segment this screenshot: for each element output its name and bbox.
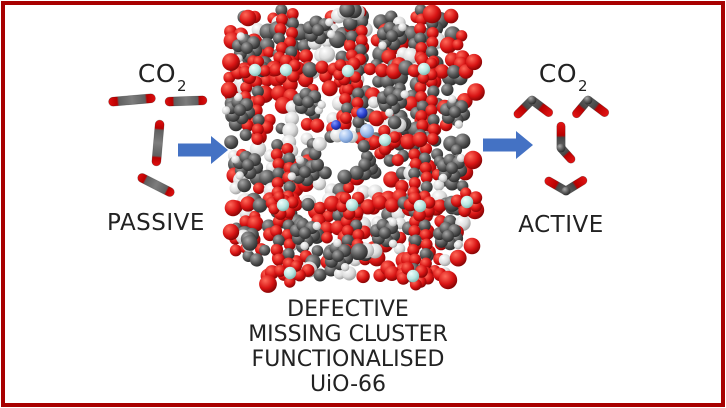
co2-subscript-right: 2 [578, 77, 589, 95]
caption-block: DEFECTIVE MISSING CLUSTER FUNCTIONALISED… [188, 297, 508, 397]
caption-line-missing-cluster: MISSING CLUSTER [248, 322, 448, 347]
co2-formula-left: CO [137, 59, 177, 88]
right-arrow-icon [483, 131, 533, 159]
co2-molecules-passive [108, 93, 208, 197]
caption-line-uio66: UiO-66 [309, 372, 387, 397]
caption-line-defective: DEFECTIVE [287, 297, 409, 322]
co2-molecules-active [513, 95, 610, 196]
left-arrow-icon [178, 136, 228, 164]
active-label: ACTIVE [518, 212, 604, 238]
passive-label: PASSIVE [107, 210, 205, 236]
co2-formula-right: CO [538, 59, 578, 88]
co2-label-right: CO2 [531, 59, 595, 95]
co2-subscript-left: 2 [177, 77, 188, 95]
mof-structure [220, 1, 485, 293]
co2-label-left: CO2 [130, 59, 194, 95]
caption-line-functionalised: FUNCTIONALISED [251, 347, 445, 372]
